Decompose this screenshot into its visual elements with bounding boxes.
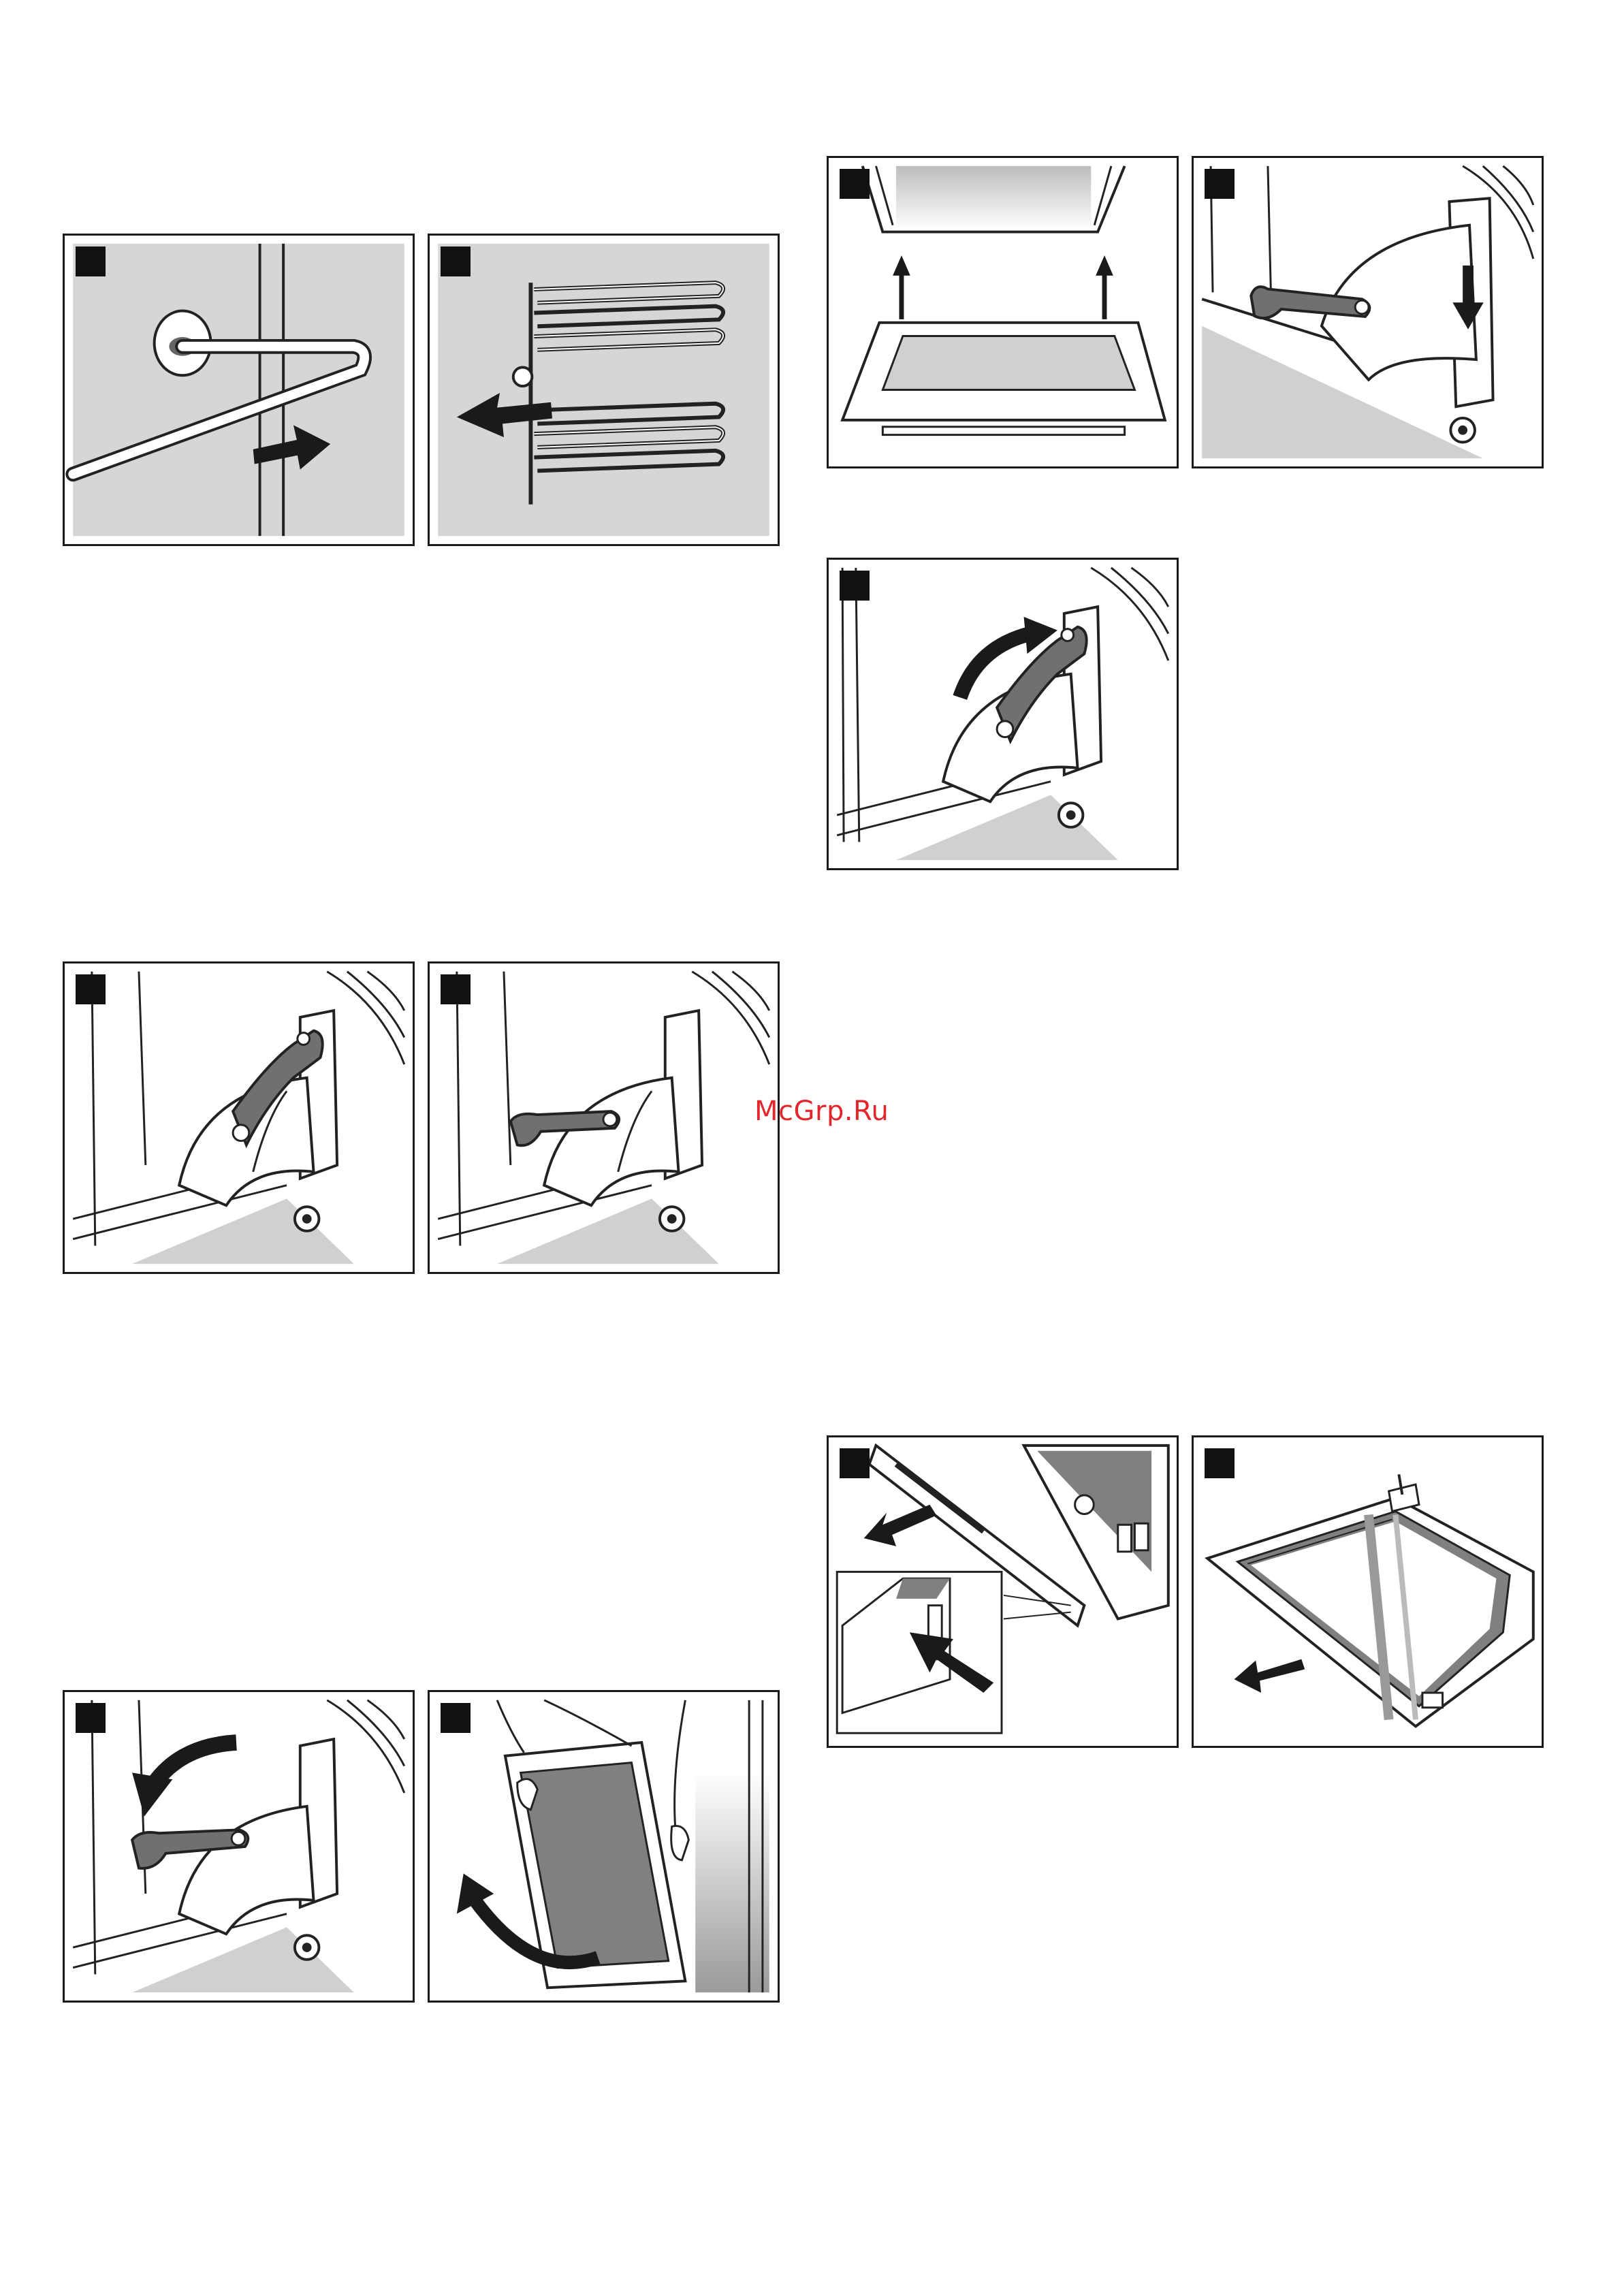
figure-hinge-lever-down: [428, 961, 780, 1274]
door-trim-removal-illustration: [829, 1437, 1177, 1746]
figure-hinge-lever-close: [827, 558, 1179, 870]
figure-hinge-lever-fold: [63, 1690, 415, 2003]
hinge-engage-illustration: [1194, 158, 1542, 466]
step-badge: [840, 1448, 870, 1478]
step-badge: [840, 169, 870, 199]
figure-door-trim-removal: [827, 1435, 1179, 1748]
rail-hook-release-illustration: [65, 236, 413, 544]
hinge-lever-down-illustration: [430, 963, 778, 1272]
figure-side-rack-removal: [428, 234, 780, 546]
step-badge: [840, 571, 870, 601]
inner-glass-removal-illustration: [1194, 1437, 1542, 1746]
side-rack-removal-illustration: [430, 236, 778, 544]
figure-hinge-lever-up: [63, 961, 415, 1274]
door-lift-off-illustration: [430, 1692, 778, 2001]
hinge-lever-up-illustration: [65, 963, 413, 1272]
step-badge: [441, 974, 471, 1004]
hinge-lever-fold-illustration: [65, 1692, 413, 2001]
step-badge: [76, 246, 106, 276]
step-badge: [441, 246, 471, 276]
step-badge: [76, 974, 106, 1004]
hinge-lever-close-illustration: [829, 560, 1177, 868]
watermark-text: McGrp.Ru: [754, 1096, 889, 1127]
step-badge: [76, 1703, 106, 1733]
figure-inner-glass-removal: [1192, 1435, 1544, 1748]
figure-door-lift-off: [428, 1690, 780, 2003]
step-badge: [441, 1703, 471, 1733]
figure-hinge-engage: [1192, 156, 1544, 468]
step-badge: [1205, 1448, 1235, 1478]
figure-rail-hook-release: [63, 234, 415, 546]
step-badge: [1205, 169, 1235, 199]
door-hinge-insert-illustration: [829, 158, 1177, 466]
figure-door-hinge-insert: [827, 156, 1179, 468]
